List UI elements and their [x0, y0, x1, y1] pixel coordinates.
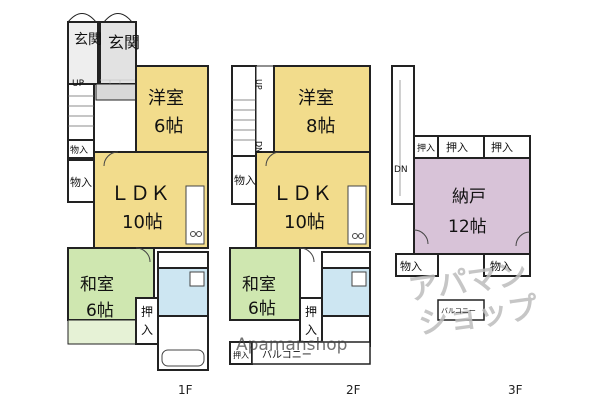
- label-washitsu-1f: 和室: [80, 275, 114, 295]
- label-genkan-left-1: 玄関: [74, 31, 102, 48]
- kitchen-counter-1f: [185, 185, 205, 245]
- genkan-door-right: [103, 13, 133, 23]
- label-ldk-1f: ＬＤＫ: [110, 181, 170, 205]
- youshitsu-2f: [273, 65, 371, 153]
- label-oshiire-mid-3f: 押入: [446, 140, 468, 154]
- label-dn-2f: DN: [254, 141, 263, 153]
- label-monoire-right-3f: 物入: [490, 259, 512, 273]
- label-up-1f: UP: [72, 79, 85, 89]
- label-monoire-left-3f: 物入: [400, 259, 422, 273]
- label-oshiire-2f-b: 入: [305, 323, 317, 337]
- floor-label-2f: 2F: [346, 383, 361, 397]
- label-oshiire-right-3f: 押入: [491, 140, 513, 154]
- floor-3-plan: [391, 65, 531, 321]
- label-balcony-2f: バルコニー: [262, 349, 312, 361]
- label-nando-3f: 納戸: [452, 187, 486, 207]
- floor-label-3f: 3F: [508, 383, 523, 397]
- floor-label-1f: 1F: [178, 383, 193, 397]
- floor-2-plan: [229, 65, 371, 365]
- monoire-small-1f: [67, 139, 95, 159]
- label-oshiire-1f-b: 入: [141, 323, 153, 337]
- nando-3f: [413, 157, 531, 255]
- label-genkan-right: 玄関: [108, 33, 140, 52]
- watermark: アパマン ショップ: [406, 257, 541, 342]
- label-dn-3f: DN: [394, 165, 408, 175]
- stairs-1f: [67, 83, 95, 141]
- stairs-2f: [231, 65, 257, 157]
- genkan-door-left: [67, 13, 97, 23]
- balcony-2f: [251, 341, 371, 365]
- label-nando-size-3f: 12帖: [448, 217, 487, 237]
- label-ldk-size-1f: 10帖: [122, 212, 163, 233]
- label-monoire-small-1f: 物入: [70, 144, 88, 156]
- label-oshiire-1f-a: 押: [141, 305, 153, 319]
- stairs-3f: [391, 65, 415, 205]
- watermark-brand: Apamanshop: [236, 335, 347, 355]
- label-oshiire-small-2f: 押入: [233, 350, 249, 360]
- label-oshiire-2f-a: 押: [305, 305, 317, 319]
- label-washitsu-size-1f: 6帖: [86, 301, 114, 321]
- label-up-2f: UP: [254, 79, 263, 90]
- label-youshitsu-size-1f: 6帖: [154, 116, 183, 137]
- label-oshiire-small-3f: 押入: [417, 142, 435, 154]
- label-washitsu-2f: 和室: [242, 275, 276, 295]
- floor-1-plan: [67, 13, 209, 371]
- label-ldk-size-2f: 10帖: [284, 212, 325, 233]
- label-monoire-1f: 物入: [70, 175, 92, 189]
- label-youshitsu-2f: 洋室: [298, 88, 334, 109]
- label-monoire-2f: 物入: [234, 173, 256, 187]
- label-youshitsu-1f: 洋室: [148, 88, 184, 109]
- label-balcony-3f: バルコニー: [441, 307, 476, 315]
- genkan-right-room: [99, 21, 137, 85]
- label-youshitsu-size-2f: 8帖: [306, 116, 335, 137]
- label-washitsu-size-2f: 6帖: [248, 299, 276, 319]
- monoire-1f: [67, 159, 95, 203]
- youshitsu-1f: [135, 65, 209, 153]
- washitsu-2f: [229, 247, 301, 321]
- label-ldk-2f: ＬＤＫ: [272, 181, 332, 205]
- balcony-3f: [437, 299, 485, 321]
- monoire-left-3f: [395, 253, 439, 277]
- monoire-right-3f: [483, 253, 531, 277]
